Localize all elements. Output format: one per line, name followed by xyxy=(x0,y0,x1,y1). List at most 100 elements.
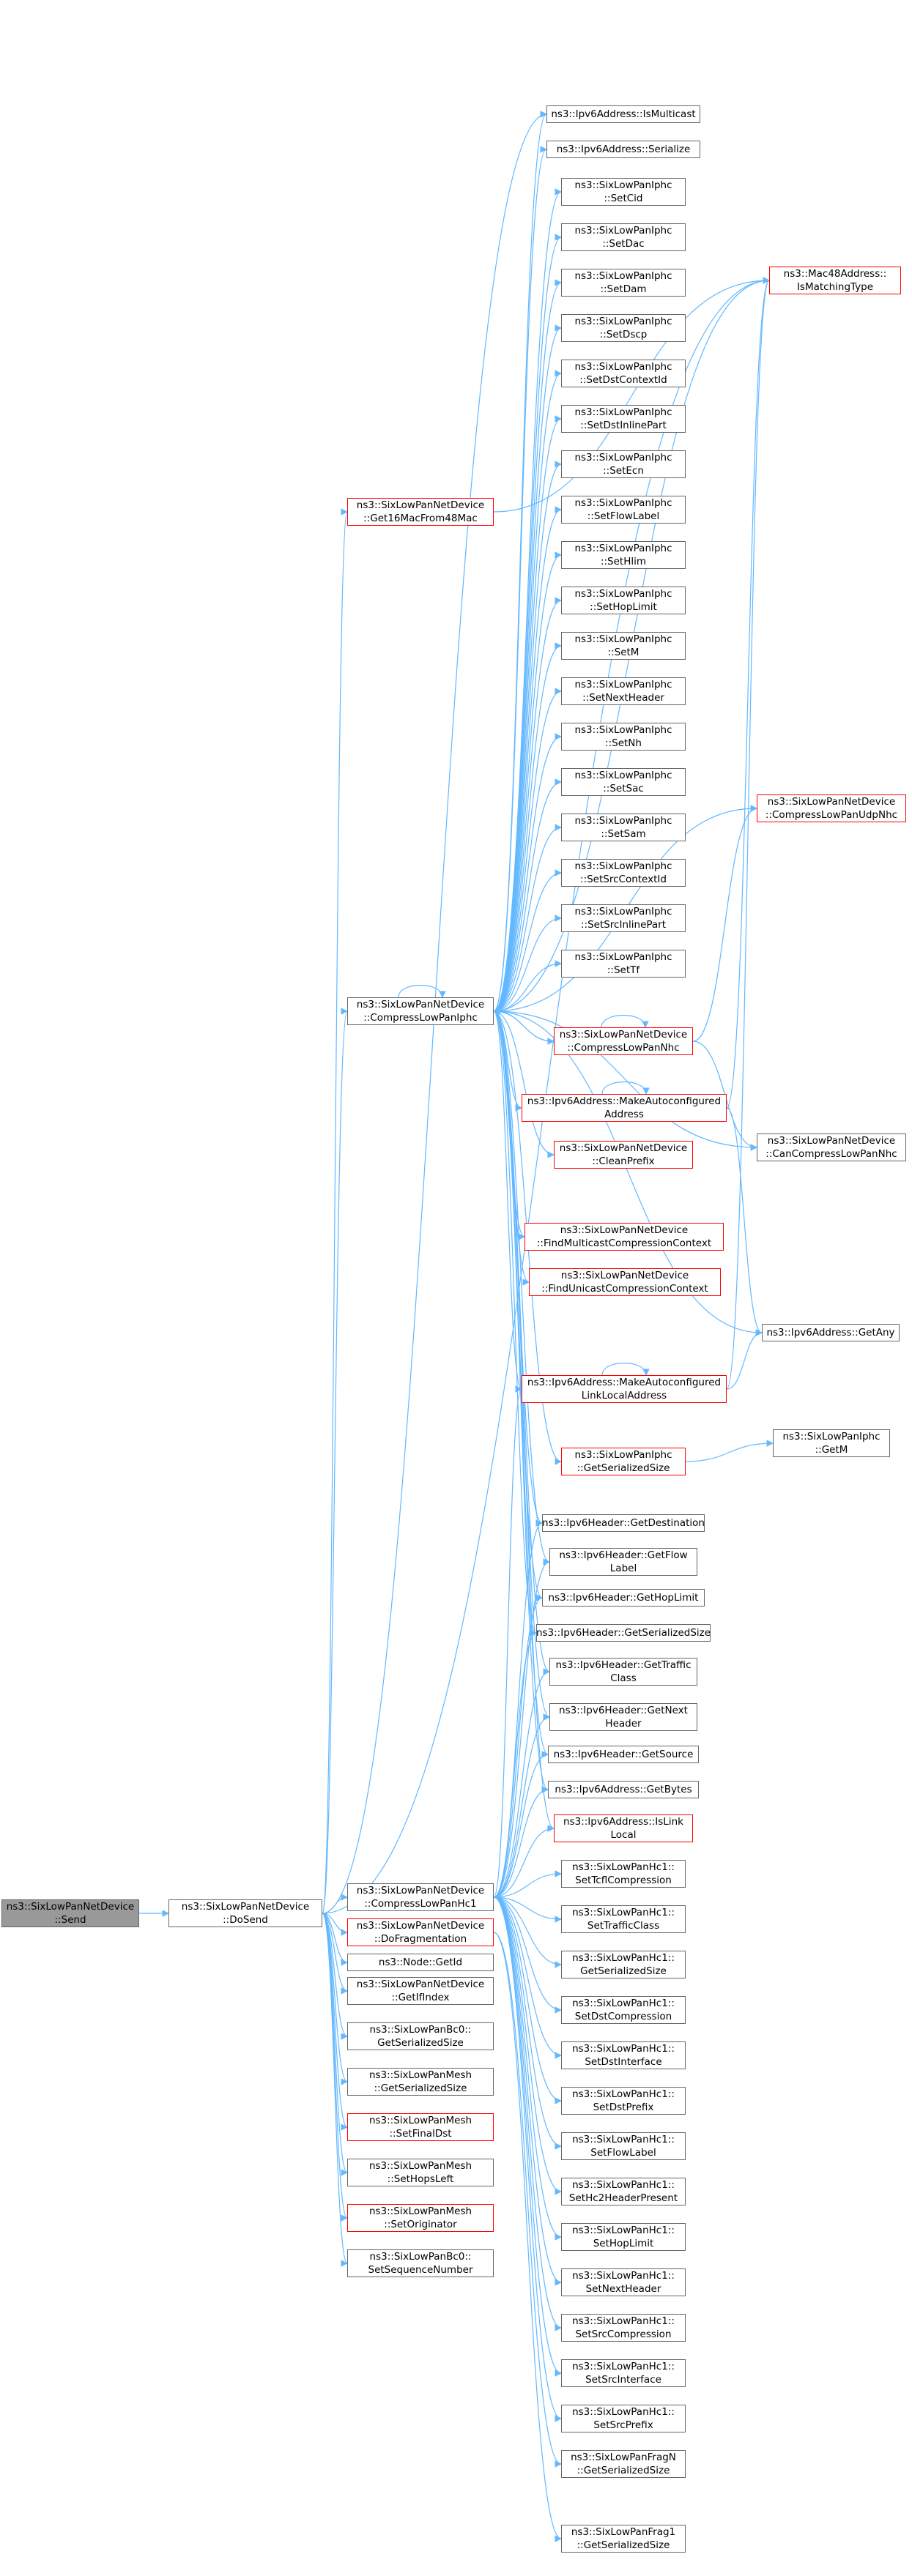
node-hc1-settrafficclass[interactable]: ns3::SixLowPanHc1::SetTrafficClass xyxy=(561,1905,686,1933)
node-ipv6address-serialize[interactable]: ns3::Ipv6Address::Serialize xyxy=(546,141,700,158)
edge-compiphc-to-setsrcinline xyxy=(493,915,562,1012)
node-compresslowpannhc[interactable]: ns3::SixLowPanNetDevice::CompressLowPanN… xyxy=(554,1027,693,1055)
edge-makeauto-to-ismatching xyxy=(726,277,770,1109)
edge-comphc1-to-hc1tcfl xyxy=(493,1870,562,1898)
edge-compiphc-to-setdscp xyxy=(493,324,562,1012)
node-ipv6header-getserializedsize[interactable]: ns3::Ipv6Header::GetSerializedSize xyxy=(536,1624,711,1642)
node-hc1-setsrcinterface[interactable]: ns3::SixLowPanHc1::SetSrcInterface xyxy=(561,2359,686,2387)
node-iphc-setecn[interactable]: ns3::SixLowPanIphc::SetEcn xyxy=(561,450,686,478)
edge-compnhc-to-compudp xyxy=(692,805,757,1042)
node-bc0-setsequencenumber[interactable]: ns3::SixLowPanBc0::SetSequenceNumber xyxy=(347,2249,494,2277)
node-mesh-setoriginator[interactable]: ns3::SixLowPanMesh::SetOriginator xyxy=(347,2204,494,2232)
node-ipv6header-gethoplimit[interactable]: ns3::Ipv6Header::GetHopLimit xyxy=(542,1589,705,1607)
edge-compiphc-to-setdstinline xyxy=(493,415,562,1012)
node-fragn-getserializedsize[interactable]: ns3::SixLowPanFragN::GetSerializedSize xyxy=(561,2450,686,2478)
node-hc1-settcflcompression[interactable]: ns3::SixLowPanHc1::SetTcflCompression xyxy=(561,1860,686,1888)
edge-comphc1-to-getflowlabel xyxy=(493,1558,550,1898)
node-hc1-setdstcompression[interactable]: ns3::SixLowPanHc1::SetDstCompression xyxy=(561,1996,686,2024)
edge-comphc1-to-hc1flow xyxy=(493,1896,562,2150)
node-hc1-setdstprefix[interactable]: ns3::SixLowPanHc1::SetDstPrefix xyxy=(561,2087,686,2115)
edge-makeauto-to-getany xyxy=(726,1107,763,1336)
edge-compiphc-to-serialize xyxy=(493,146,547,1012)
edge-iphcsize-to-iphcgetm xyxy=(685,1440,774,1462)
node-iphc-setflowlabel[interactable]: ns3::SixLowPanIphc::SetFlowLabel xyxy=(561,496,686,524)
node-cancompresslowpannhc[interactable]: ns3::SixLowPanNetDevice::CanCompressLowP… xyxy=(757,1133,906,1161)
edge-comphc1-to-hc1srcif xyxy=(493,1896,562,2377)
node-iphc-setdscp[interactable]: ns3::SixLowPanIphc::SetDscp xyxy=(561,314,686,342)
node-compresslowpaniphc[interactable]: ns3::SixLowPanNetDevice::CompressLowPanI… xyxy=(347,997,494,1025)
node-iphc-setnh[interactable]: ns3::SixLowPanIphc::SetNh xyxy=(561,723,686,751)
edge-compiphc-to-sethlim xyxy=(493,551,562,1012)
node-iphc-getm[interactable]: ns3::SixLowPanIphc::GetM xyxy=(773,1429,890,1457)
edge-compiphc-to-setnh xyxy=(493,733,562,1012)
node-iphc-setdam[interactable]: ns3::SixLowPanIphc::SetDam xyxy=(561,269,686,297)
node-mesh-setfinaldst[interactable]: ns3::SixLowPanMesh::SetFinalDst xyxy=(347,2113,494,2141)
edge-compiphc-to-setcid xyxy=(493,188,562,1012)
node-iphc-setsrcinlinepart[interactable]: ns3::SixLowPanIphc::SetSrcInlinePart xyxy=(561,904,686,932)
node-iphc-setsac[interactable]: ns3::SixLowPanIphc::SetSac xyxy=(561,768,686,796)
node-mesh-sethopsleft[interactable]: ns3::SixLowPanMesh::SetHopsLeft xyxy=(347,2159,494,2186)
node-get16macfrom48mac[interactable]: ns3::SixLowPanNetDevice::Get16MacFrom48M… xyxy=(347,498,494,526)
node-compresslowpanudpnhc[interactable]: ns3::SixLowPanNetDevice::CompressLowPanU… xyxy=(757,794,906,822)
node-hc1-setsrccompression[interactable]: ns3::SixLowPanHc1::SetSrcCompression xyxy=(561,2314,686,2342)
node-iphc-setsrccontextid[interactable]: ns3::SixLowPanIphc::SetSrcContextId xyxy=(561,859,686,887)
edge-comphc1-to-hc1traffic xyxy=(493,1896,562,1923)
edge-comphc1-to-hc1hc2 xyxy=(493,1896,562,2195)
edge-compiphc-to-setflowlabel_i xyxy=(493,506,562,1012)
node-ipv6header-getsource[interactable]: ns3::Ipv6Header::GetSource xyxy=(548,1746,699,1763)
node-dofragmentation[interactable]: ns3::SixLowPanNetDevice::DoFragmentation xyxy=(347,1918,494,1946)
node-getifindex[interactable]: ns3::SixLowPanNetDevice::GetIfIndex xyxy=(347,1977,494,2005)
node-iphc-setdstinlinepart[interactable]: ns3::SixLowPanIphc::SetDstInlinePart xyxy=(561,405,686,433)
node-mac48address-ismatchingtype[interactable]: ns3::Mac48Address::IsMatchingType xyxy=(769,267,901,294)
node-hc1-setsrcprefix[interactable]: ns3::SixLowPanHc1::SetSrcPrefix xyxy=(561,2405,686,2432)
node-iphc-setsam[interactable]: ns3::SixLowPanIphc::SetSam xyxy=(561,814,686,841)
node-hc1-setnextheader[interactable]: ns3::SixLowPanHc1::SetNextHeader xyxy=(561,2268,686,2296)
node-compresslowpanhc1[interactable]: ns3::SixLowPanNetDevice::CompressLowPanH… xyxy=(347,1883,494,1911)
node-sixlowpan-dosend[interactable]: ns3::SixLowPanNetDevice::DoSend xyxy=(168,1899,322,1927)
node-hc1-getserializedsize[interactable]: ns3::SixLowPanHc1::GetSerializedSize xyxy=(561,1951,686,1978)
edge-comphc1-to-hc1dstif xyxy=(493,1896,562,2059)
edge-dosend-to-meshorig xyxy=(322,1913,348,2222)
node-hc1-sethoplimit[interactable]: ns3::SixLowPanHc1::SetHopLimit xyxy=(561,2223,686,2251)
edge-compiphc-to-setsam xyxy=(493,824,562,1012)
edge-compiphc-to-islinklocal xyxy=(493,1010,555,1832)
node-iphc-sethoplimit[interactable]: ns3::SixLowPanIphc::SetHopLimit xyxy=(561,587,686,614)
node-hc1-setdstinterface[interactable]: ns3::SixLowPanHc1::SetDstInterface xyxy=(561,2041,686,2069)
node-iphc-settf[interactable]: ns3::SixLowPanIphc::SetTf xyxy=(561,950,686,978)
edge-makeautolink-to-getany xyxy=(726,1329,763,1390)
edge-dofrag-to-frag1 xyxy=(493,1932,562,2542)
edge-comphc1-to-hc1size xyxy=(493,1896,562,1968)
edge-dofrag-to-fragn xyxy=(493,1932,562,2468)
node-hc1-sethc2headerpresent[interactable]: ns3::SixLowPanHc1::SetHc2HeaderPresent xyxy=(561,2178,686,2205)
node-ipv6address-getbytes[interactable]: ns3::Ipv6Address::GetBytes xyxy=(548,1781,699,1798)
node-frag1-getserializedsize[interactable]: ns3::SixLowPanFrag1::GetSerializedSize xyxy=(561,2525,686,2553)
node-iphc-setdac[interactable]: ns3::SixLowPanIphc::SetDac xyxy=(561,223,686,251)
node-iphc-setm[interactable]: ns3::SixLowPanIphc::SetM xyxy=(561,632,686,660)
node-iphc-setcid[interactable]: ns3::SixLowPanIphc::SetCid xyxy=(561,178,686,206)
edge-comphc1-to-gethoplimit xyxy=(493,1594,543,1898)
node-iphc-setnextheader[interactable]: ns3::SixLowPanIphc::SetNextHeader xyxy=(561,677,686,705)
node-node-getid[interactable]: ns3::Node::GetId xyxy=(347,1954,494,1971)
node-findmulticastcompressioncontext[interactable]: ns3::SixLowPanNetDevice::FindMulticastCo… xyxy=(524,1223,724,1251)
node-ipv6address-getany[interactable]: ns3::Ipv6Address::GetAny xyxy=(762,1324,900,1341)
node-iphc-sethlim[interactable]: ns3::SixLowPanIphc::SetHlim xyxy=(561,541,686,569)
edge-comphc1-to-hc1dstcomp xyxy=(493,1896,562,2014)
node-findunicastcompressioncontext[interactable]: ns3::SixLowPanNetDevice::FindUnicastComp… xyxy=(529,1268,721,1296)
node-hc1-setflowlabel[interactable]: ns3::SixLowPanHc1::SetFlowLabel xyxy=(561,2132,686,2160)
node-iphc-getserializedsize[interactable]: ns3::SixLowPanIphc::GetSerializedSize xyxy=(561,1448,686,1475)
node-mesh-getserializedsize[interactable]: ns3::SixLowPanMesh::GetSerializedSize xyxy=(347,2068,494,2096)
node-cleanprefix[interactable]: ns3::SixLowPanNetDevice::CleanPrefix xyxy=(554,1141,693,1169)
node-ipv6address-ismulticast[interactable]: ns3::Ipv6Address::IsMulticast xyxy=(546,105,700,123)
node-ipv6header-getdestination[interactable]: ns3::Ipv6Header::GetDestination xyxy=(542,1514,705,1532)
edge-compiphc-to-setecn xyxy=(493,461,562,1012)
node-bc0-getserializedsize[interactable]: ns3::SixLowPanBc0::GetSerializedSize xyxy=(347,2022,494,2050)
edge-get16-to-ismatching xyxy=(493,277,770,513)
edge-compiphc-to-setm xyxy=(493,642,562,1012)
node-iphc-setdstcontextid[interactable]: ns3::SixLowPanIphc::SetDstContextId xyxy=(561,360,686,387)
